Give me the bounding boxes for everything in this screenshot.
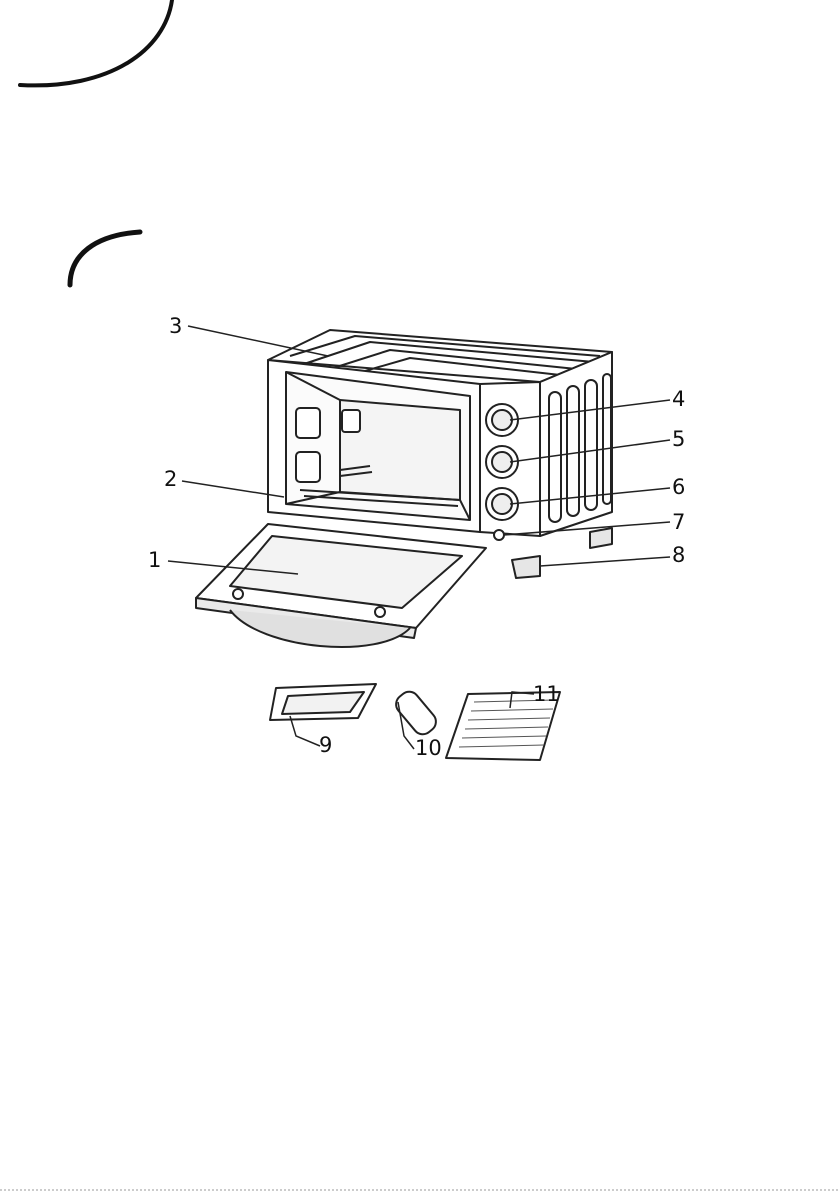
leader-line-8 xyxy=(540,557,670,566)
callout-label-5: 5 xyxy=(672,429,685,450)
oven-foot xyxy=(512,556,540,578)
callout-label-11: 11 xyxy=(533,684,560,705)
corner-marker-arc xyxy=(20,0,172,85)
rack-support xyxy=(342,410,360,432)
callout-label-4: 4 xyxy=(672,389,685,410)
indicator-light xyxy=(494,530,504,540)
oven-foot xyxy=(590,528,612,548)
callout-label-6: 6 xyxy=(672,477,685,498)
leader-line-9 xyxy=(290,716,320,746)
vent-slot xyxy=(567,386,579,516)
vent-slot xyxy=(603,374,611,504)
callout-label-10: 10 xyxy=(415,738,442,759)
rack-support xyxy=(296,452,320,482)
callout-label-9: 9 xyxy=(319,735,332,756)
oven-door xyxy=(196,524,486,647)
vent-slot xyxy=(585,380,597,510)
callout-label-7: 7 xyxy=(672,512,685,533)
callout-label-2: 2 xyxy=(164,469,177,490)
callout-label-8: 8 xyxy=(672,545,685,566)
rack-support xyxy=(296,408,320,438)
section-marker-arc xyxy=(70,232,140,285)
callout-label-1: 1 xyxy=(148,550,161,571)
callout-label-3: 3 xyxy=(169,316,182,337)
